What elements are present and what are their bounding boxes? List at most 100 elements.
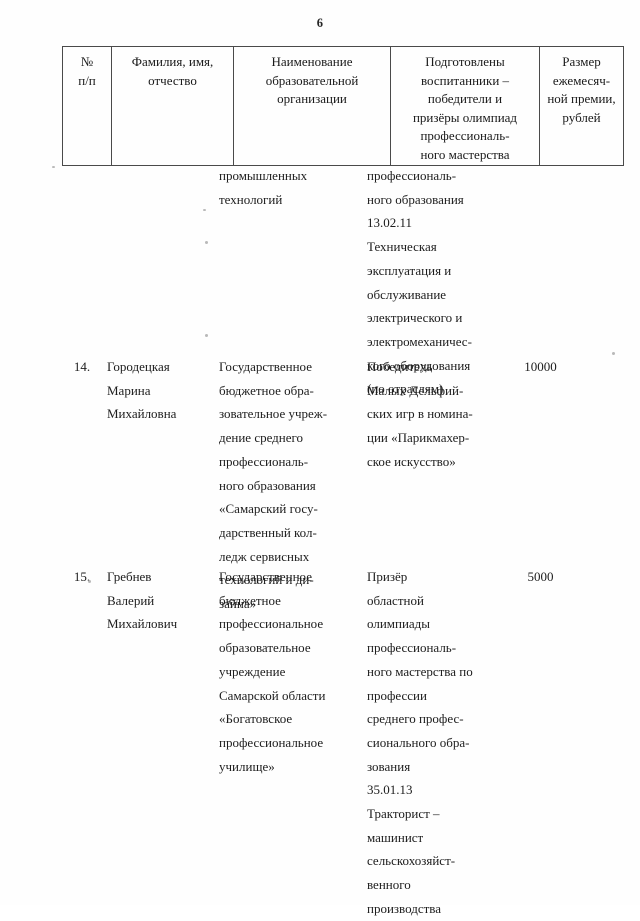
cell-prepared-line: ское искусство» xyxy=(367,453,456,469)
cell-prepared-line: профессии xyxy=(367,687,427,703)
header-cell-number: № п/п xyxy=(62,46,112,166)
table-row: промышленных технологий профессиональ-ного… xyxy=(0,164,640,401)
cell-prepared-line: профессиональ- xyxy=(367,168,457,183)
cell-organization-line: зайна» xyxy=(219,596,257,612)
cell-organization-line: профессиональное xyxy=(219,734,324,750)
cell-amount: 10000 xyxy=(503,355,578,379)
scan-speck xyxy=(205,241,208,244)
cell-organization-line: училище» xyxy=(219,758,275,774)
header-amount-line-2: ежемесяч- xyxy=(552,72,611,88)
cell-prepared-line: Техническая xyxy=(367,239,437,255)
cell-prepared-line: электрического и xyxy=(367,310,463,326)
cell-prepared-line: 13.02.11 xyxy=(367,215,413,231)
cell-organization-line: «Самарский госу- xyxy=(219,501,318,517)
cell-organization-line: технологий и ди- xyxy=(219,572,314,588)
header-organization-line-3: организации xyxy=(277,91,347,107)
cell-organization-line: учреждение xyxy=(219,663,286,679)
cell-num: 14. xyxy=(62,355,102,379)
header-prepared-line-6: ного мастерства xyxy=(420,146,510,162)
cell-organization-line: Государственное xyxy=(219,359,312,374)
cell-prepared-line: областной xyxy=(367,592,424,608)
header-amount-line-3: ной премии, xyxy=(547,91,616,107)
header-amount-line-4: рублей xyxy=(562,109,601,125)
cell-prepared-line: электромеханичес- xyxy=(367,333,472,349)
cell-prepared-line: ного образования xyxy=(367,191,464,207)
header-amount-line-1: Размер xyxy=(562,54,601,69)
cell-prepared-line: Тракторист – xyxy=(367,806,440,822)
cell-organization-line: ледж сервисных xyxy=(219,548,310,564)
cell-prepared-line: (по отраслям) xyxy=(367,381,444,397)
scan-speck xyxy=(203,209,206,211)
cell-organization-line: Самарской области xyxy=(219,687,326,703)
cell-prepared-line: ских игр в номина- xyxy=(367,406,473,422)
table-header-row: № п/п Фамилия, имя, отчество Наименовани… xyxy=(62,46,624,166)
cell-name-line: Городецкая xyxy=(107,359,170,374)
cell-prepared-line: кого оборудования xyxy=(367,357,471,373)
header-number-line-1: № xyxy=(80,54,94,69)
cell-name-line: Гребнев xyxy=(107,569,152,584)
header-fullname-line-1: Фамилия, имя, xyxy=(131,54,214,69)
cell-organization-line: «Богатовское xyxy=(219,711,293,727)
cell-organization-line: образовательное xyxy=(219,640,311,656)
header-cell-amount: Размер ежемесяч- ной премии, рублей xyxy=(539,46,624,166)
scan-speck xyxy=(612,352,615,355)
scan-speck xyxy=(52,166,55,168)
cell-organization: промышленных технологий xyxy=(219,164,369,211)
header-number-line-2: п/п xyxy=(78,72,96,88)
table-header-box: № п/п Фамилия, имя, отчество Наименовани… xyxy=(62,46,624,166)
cell-name-line: Валерий xyxy=(107,592,155,608)
cell-amount-line: 10000 xyxy=(524,359,557,374)
cell-prepared-line: профессиональ- xyxy=(367,640,457,656)
cell-name-line: Михайловна xyxy=(107,406,177,422)
cell-organization-line: технологий xyxy=(219,191,283,207)
cell-prepared-line: ции «Парикмахер- xyxy=(367,430,470,446)
header-prepared-line-2: воспитанники – xyxy=(420,72,510,88)
cell-amount-line: 5000 xyxy=(527,569,554,584)
cell-name-line: Михайлович xyxy=(107,616,178,632)
cell-prepared-line: сионального обра- xyxy=(367,734,470,750)
cell-amount: 5000 xyxy=(503,565,578,589)
cell-prepared-line: машинист xyxy=(367,829,424,845)
cell-organization: Государственное бюджетное профессиональное… xyxy=(219,565,369,778)
cell-num-line: 15. xyxy=(73,569,91,584)
header-cell-fullname: Фамилия, имя, отчество xyxy=(111,46,234,166)
cell-prepared-line: сельскохозяйст- xyxy=(367,853,456,869)
cell-organization-line: бюджетное xyxy=(219,592,281,608)
header-fullname-line-2: отчество xyxy=(148,72,197,88)
cell-organization-line: ного образования xyxy=(219,477,316,493)
cell-prepared-line: обслуживание xyxy=(367,286,447,302)
cell-name-line: Марина xyxy=(107,382,151,398)
cell-num: 15. xyxy=(62,565,102,589)
cell-organization-line: профессиональ- xyxy=(219,453,309,469)
cell-organization-line: промышленных xyxy=(219,168,308,183)
cell-prepared-line: среднего профес- xyxy=(367,711,464,727)
cell-num-line: 14. xyxy=(73,359,91,374)
header-cell-organization: Наименование образовательной организации xyxy=(233,46,391,166)
cell-organization-line: дарственный кол- xyxy=(219,524,317,540)
cell-prepared-line: олимпиады xyxy=(367,616,431,632)
cell-prepared-line: 35.01.13 xyxy=(367,782,413,798)
header-organization-line-1: Наименование xyxy=(271,54,353,69)
cell-organization-line: зовательное учреж- xyxy=(219,406,328,422)
cell-organization-line: Государственное xyxy=(219,569,312,584)
scan-speck xyxy=(88,580,91,583)
cell-prepared-line: Победитель xyxy=(367,359,433,374)
cell-prepared-line: зования xyxy=(367,758,411,774)
cell-prepared-line: Малых Дельфий- xyxy=(367,382,464,398)
cell-organization-line: дение среднего xyxy=(219,430,304,446)
cell-organization: Государственное бюджетное обра-зовательно… xyxy=(219,355,369,616)
cell-prepared-line: ного мастерства по xyxy=(367,663,473,679)
header-prepared-line-5: профессиональ- xyxy=(420,128,510,144)
cell-organization-line: бюджетное обра- xyxy=(219,382,314,398)
cell-prepared-line: венного xyxy=(367,877,411,893)
scan-speck xyxy=(205,334,208,337)
cell-prepared-line: производства xyxy=(367,900,442,916)
